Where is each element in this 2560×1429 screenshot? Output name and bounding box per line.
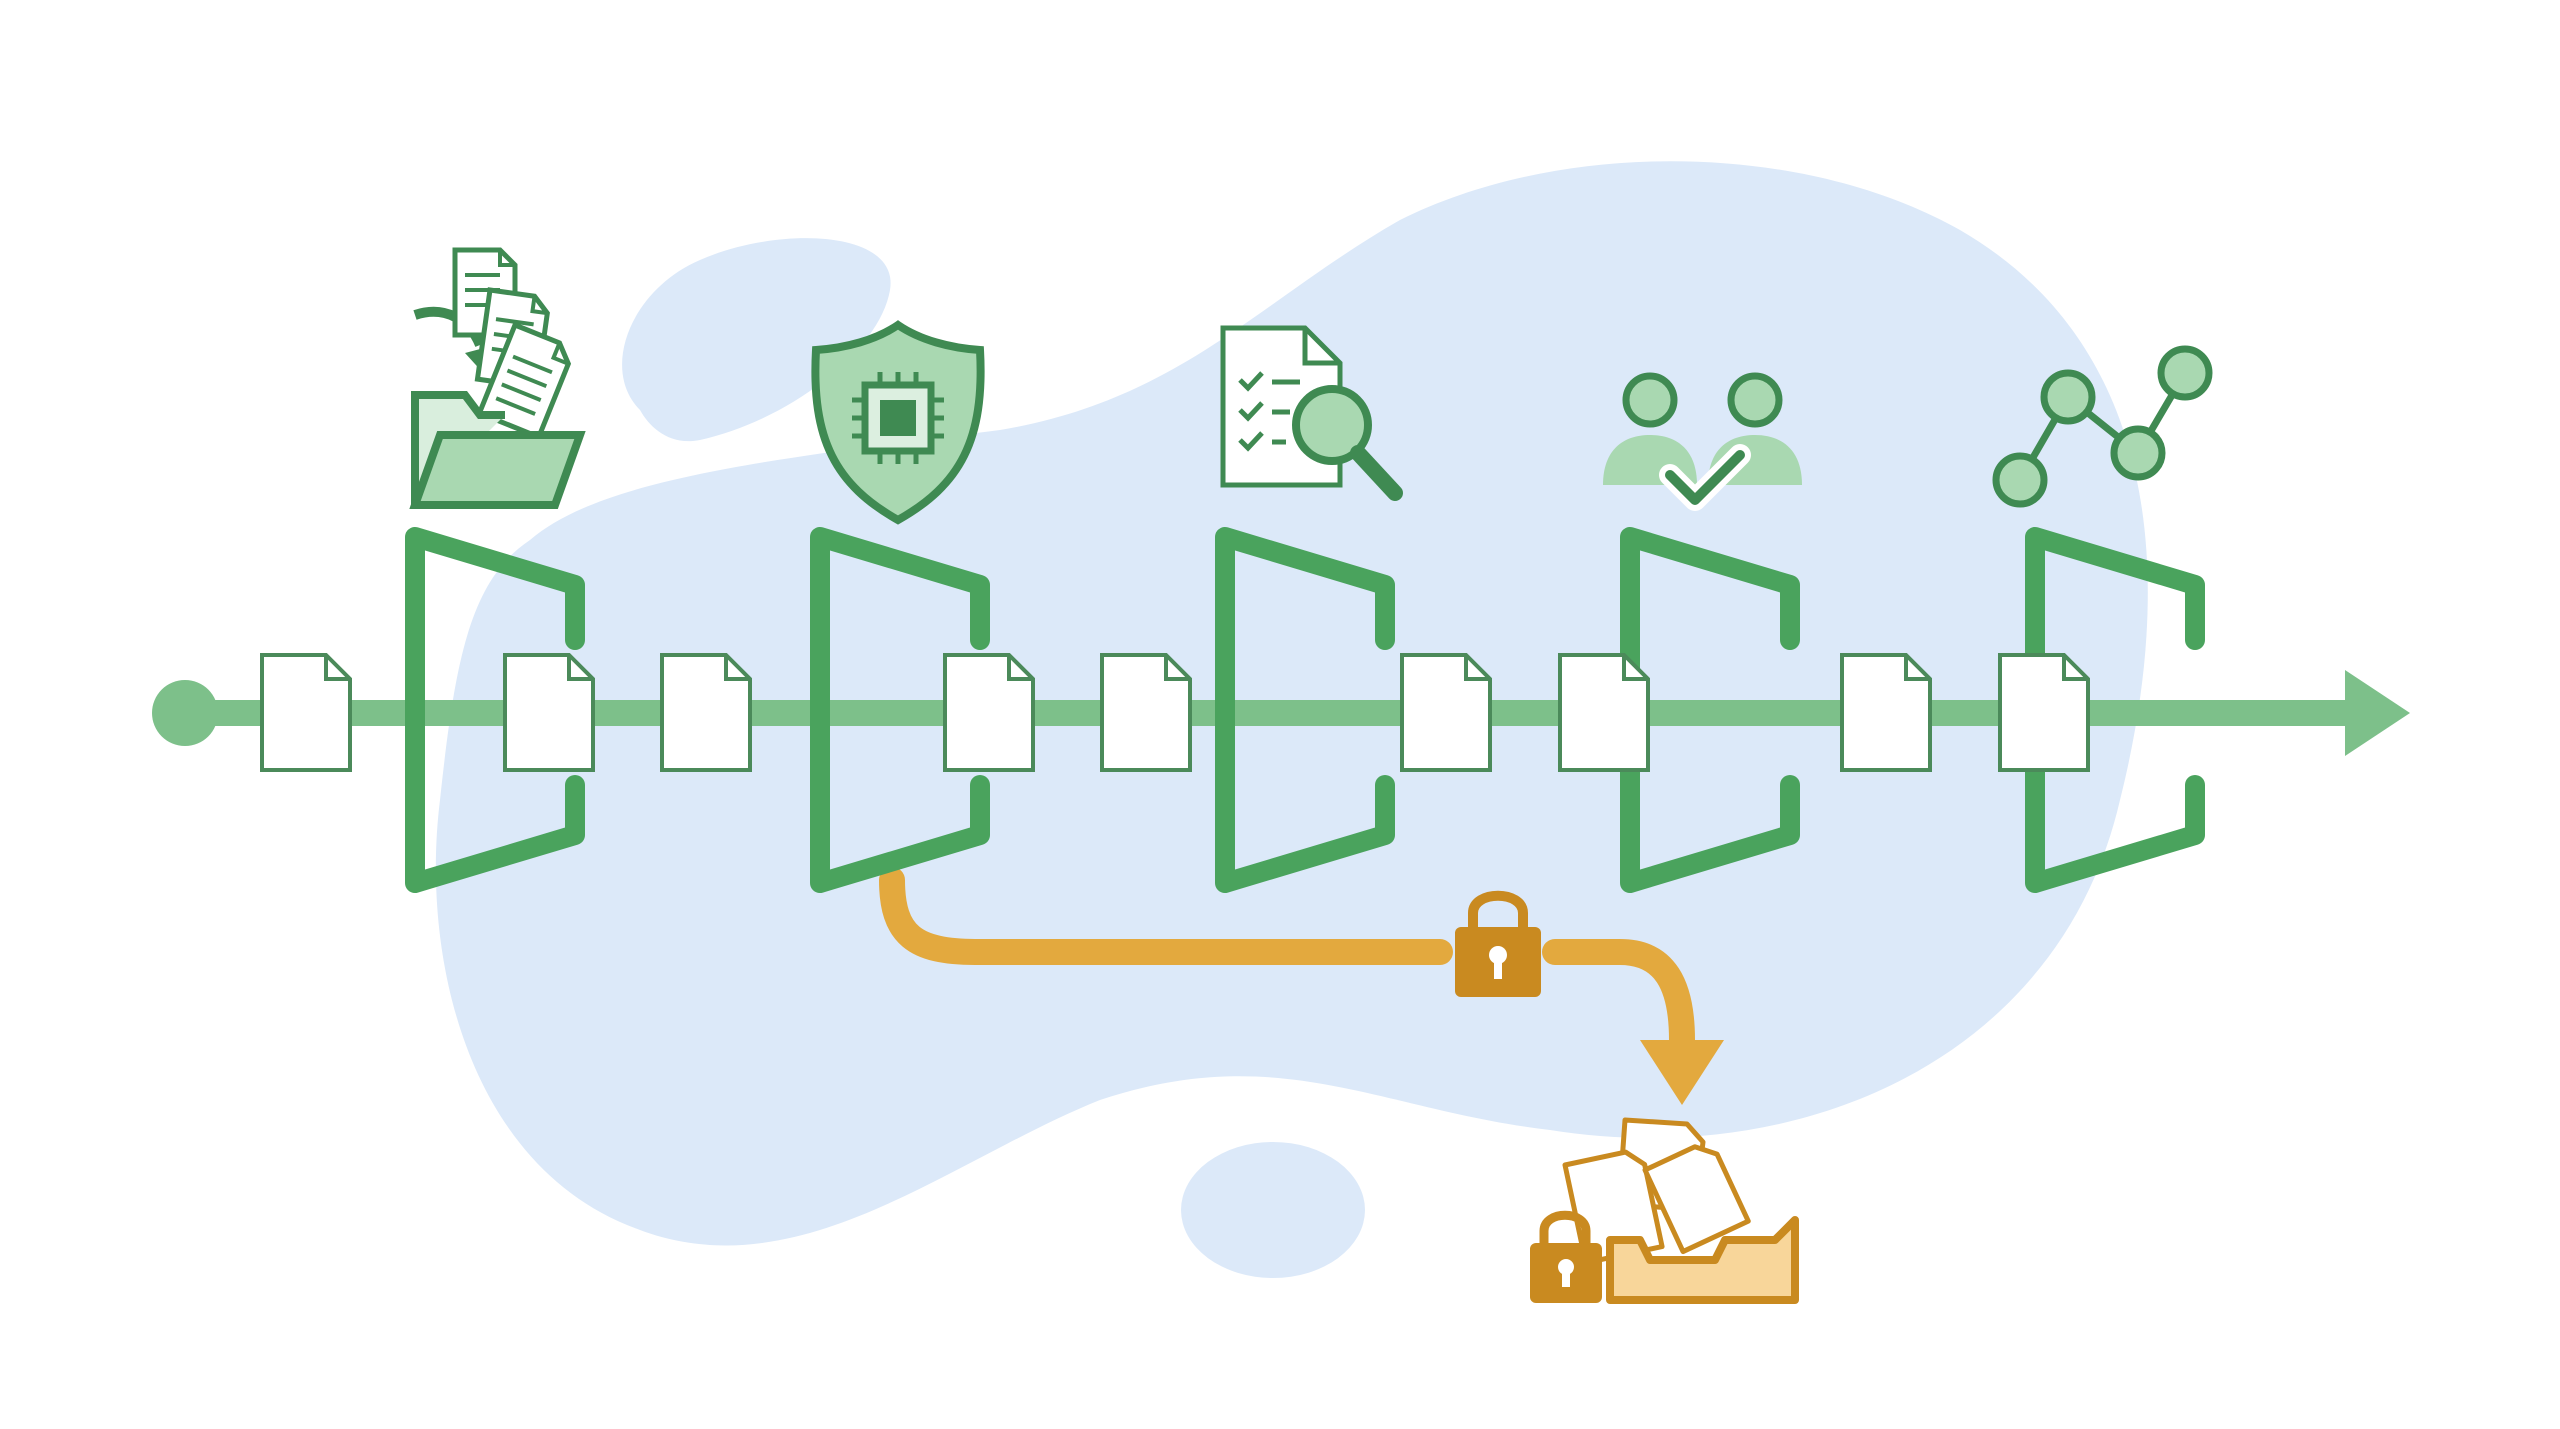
stage-3-funnel	[1215, 527, 1395, 893]
quarantine-arrowhead-icon	[1640, 1040, 1724, 1105]
background-blob-bottom	[1181, 1142, 1365, 1278]
network-nodes-icon	[1992, 345, 2213, 508]
stage-icons	[409, 247, 2213, 525]
document-icon	[1998, 653, 2090, 772]
document-icon	[660, 653, 752, 772]
document-icon	[1100, 653, 1192, 772]
people-approve-icon	[1603, 372, 1802, 511]
flow-arrowhead-icon	[2345, 670, 2410, 756]
background-blob-top-left	[622, 238, 891, 442]
stage-2-funnel	[810, 527, 990, 893]
quarantine-branch-path-continued	[1542, 939, 1695, 1053]
locked-document-tray-icon	[1530, 1117, 1799, 1304]
quarantine-icons	[1455, 890, 1799, 1304]
document-icon	[1840, 653, 1932, 772]
document-icon	[1558, 653, 1650, 772]
document-inspect-icon	[1220, 325, 1403, 501]
document-icon	[503, 653, 595, 772]
shield-chip-icon	[811, 320, 985, 525]
padlock-icon	[1455, 890, 1541, 997]
document-icon	[260, 653, 352, 772]
stage-1-funnel	[405, 527, 585, 893]
quarantine-branch	[879, 867, 1724, 1105]
quarantine-branch-path	[879, 867, 1453, 965]
document-icon	[1400, 653, 1492, 772]
documents	[260, 653, 2090, 772]
document-icon	[943, 653, 1035, 772]
folder-intake-icon	[409, 247, 586, 509]
